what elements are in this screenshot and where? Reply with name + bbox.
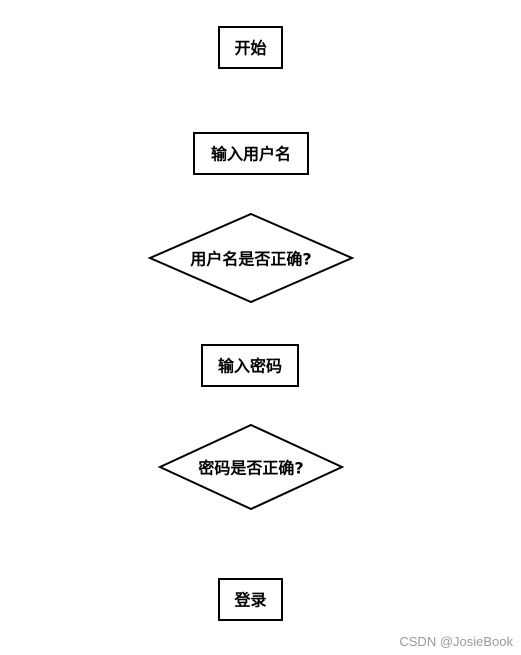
check-username-diamond bbox=[147, 212, 355, 304]
check-username-label: 用户名是否正确? bbox=[190, 250, 311, 269]
check-password-label: 密码是否正确? bbox=[197, 459, 303, 478]
start-box bbox=[218, 26, 283, 69]
check-password-diamond bbox=[157, 423, 345, 511]
watermark-text: CSDN @JosieBook bbox=[399, 634, 513, 649]
input-password-label: 输入密码 bbox=[218, 357, 282, 376]
login-box bbox=[218, 578, 283, 621]
input-username-label: 输入用户名 bbox=[211, 145, 291, 164]
input-username-box bbox=[193, 132, 309, 175]
node-check-username: 用户名是否正确? bbox=[147, 212, 355, 304]
node-login: 登录 bbox=[218, 578, 283, 621]
node-input-password: 输入密码 bbox=[201, 344, 299, 387]
node-input-username: 输入用户名 bbox=[193, 132, 309, 175]
start-label: 开始 bbox=[234, 39, 266, 58]
node-check-password: 密码是否正确? bbox=[157, 423, 345, 511]
input-password-box bbox=[201, 344, 299, 387]
login-label: 登录 bbox=[233, 591, 266, 610]
node-start: 开始 bbox=[218, 26, 283, 69]
